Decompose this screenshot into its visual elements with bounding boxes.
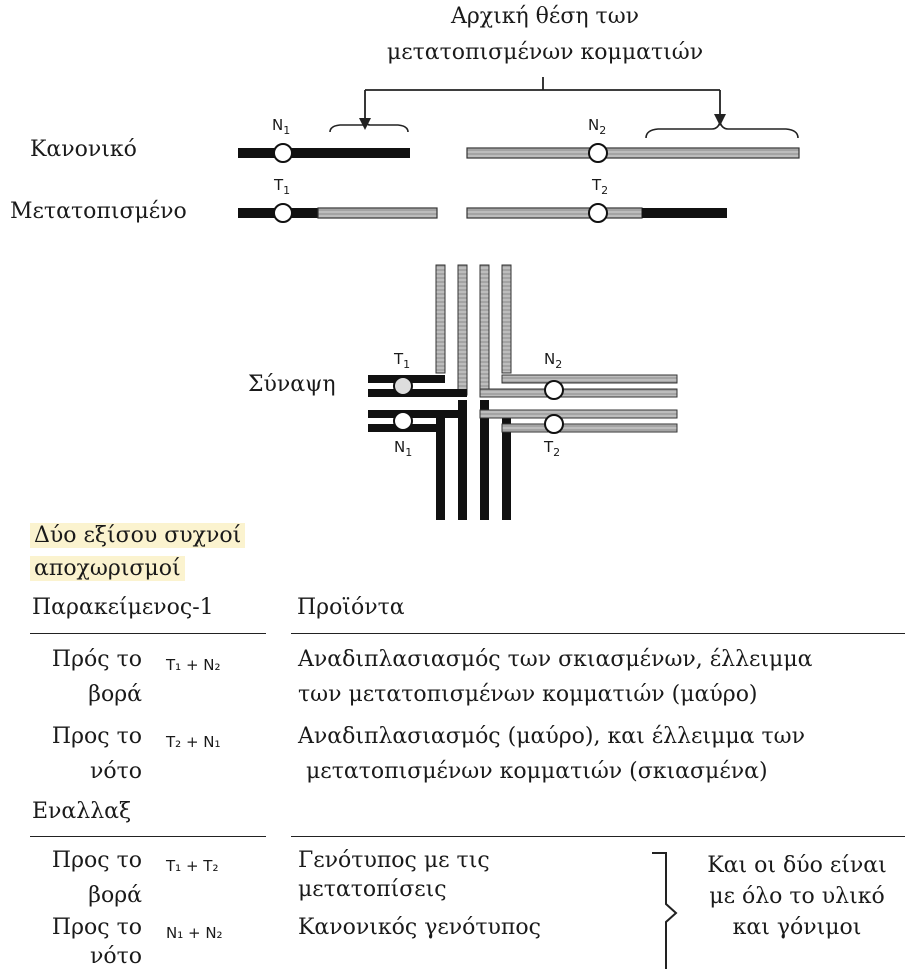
normal-chromosome-1 <box>238 143 410 163</box>
alt-row2-combo: N₁ + N₂ <box>166 924 223 942</box>
adjacent-header: Παρακείμενος-1 <box>32 595 214 620</box>
brace-note-line2: με όλο το υλικό <box>709 884 885 909</box>
alternate-header: Εναλλαξ <box>32 799 132 824</box>
header-arrow <box>364 77 721 120</box>
row-label-normal: Κανονικό <box>30 137 137 162</box>
alt-row2-dir-line2: νότο <box>89 944 142 969</box>
rule-adjacent-right <box>291 633 905 634</box>
adj-row1-prod-line1: Αναδιπλασιασμός των σκιασμένων, έλλειμμα <box>298 647 813 672</box>
table-brace <box>652 852 678 969</box>
marker-N1: N1 <box>272 116 291 137</box>
alt-row2-dir-line1: Προς το <box>51 915 142 940</box>
rule-alternate-right <box>291 836 905 837</box>
row-label-translocated: Μετατοπισμένο <box>10 199 187 224</box>
row-label-synapsis: Σύναψη <box>248 372 336 397</box>
section-title-line1: Δύο εξίσου συχνοί <box>30 523 246 548</box>
section-title-line2: αποχωρισμοί <box>30 556 185 581</box>
brace-right <box>645 119 799 139</box>
alt-row1-combo: T₁ + T₂ <box>166 857 219 875</box>
synapsis-marker-N2: N2 <box>544 350 563 371</box>
translocated-chromosome-2 <box>466 203 727 223</box>
adj-row1-prod-line2: των μετατοπισμένων κομματιών (μαύρο) <box>298 682 758 707</box>
rule-adjacent-left <box>30 633 266 634</box>
synapsis-cross <box>368 264 678 520</box>
alt-row1-dir-line2: βορά <box>88 883 142 908</box>
header-title-line2: μετατοπισμένων κομματιών <box>386 40 704 65</box>
brace-note-line3: και γόνιμοι <box>732 915 862 940</box>
adj-row2-dir-line1: Προς το <box>51 724 142 749</box>
header-title-line1: Αρχική θέση των <box>450 4 640 29</box>
marker-T1: T1 <box>274 176 291 197</box>
synapsis-marker-T2: T2 <box>544 438 561 459</box>
adj-row1-combo: T₁ + N₂ <box>166 656 221 674</box>
alt-row1-prod-line2: μετατοπίσεις <box>298 877 447 902</box>
adj-row2-dir-line2: νότο <box>89 759 142 784</box>
adj-row2-combo: T₂ + N₁ <box>166 733 221 751</box>
synapsis-marker-T1: T1 <box>394 350 411 371</box>
alt-row2-prod-line1: Κανονικός γενότυπος <box>298 915 541 940</box>
synapsis-marker-N1: N1 <box>394 438 413 459</box>
translocated-chromosome-1 <box>238 203 438 223</box>
brace-note-line1: Και οι δύο είναι <box>707 853 887 878</box>
alt-row1-prod-line1: Γενότυπος με τις <box>298 848 490 873</box>
normal-chromosome-2 <box>466 143 800 163</box>
adj-row1-dir-line1: Πρός το <box>51 647 142 672</box>
marker-T2: T2 <box>592 176 609 197</box>
alt-row1-dir-line1: Προς το <box>51 848 142 873</box>
rule-alternate-left <box>30 836 266 837</box>
adj-row2-prod-line1: Αναδιπλασιασμός (μαύρο), και έλλειμμα τω… <box>298 724 805 749</box>
marker-N2: N2 <box>588 116 607 137</box>
adj-row2-prod-line2: μετατοπισμένων κομματιών (σκιασμένα) <box>306 759 768 784</box>
brace-left <box>329 119 409 133</box>
products-header: Προϊόντα <box>297 595 405 620</box>
adj-row1-dir-line2: βορά <box>88 682 142 707</box>
